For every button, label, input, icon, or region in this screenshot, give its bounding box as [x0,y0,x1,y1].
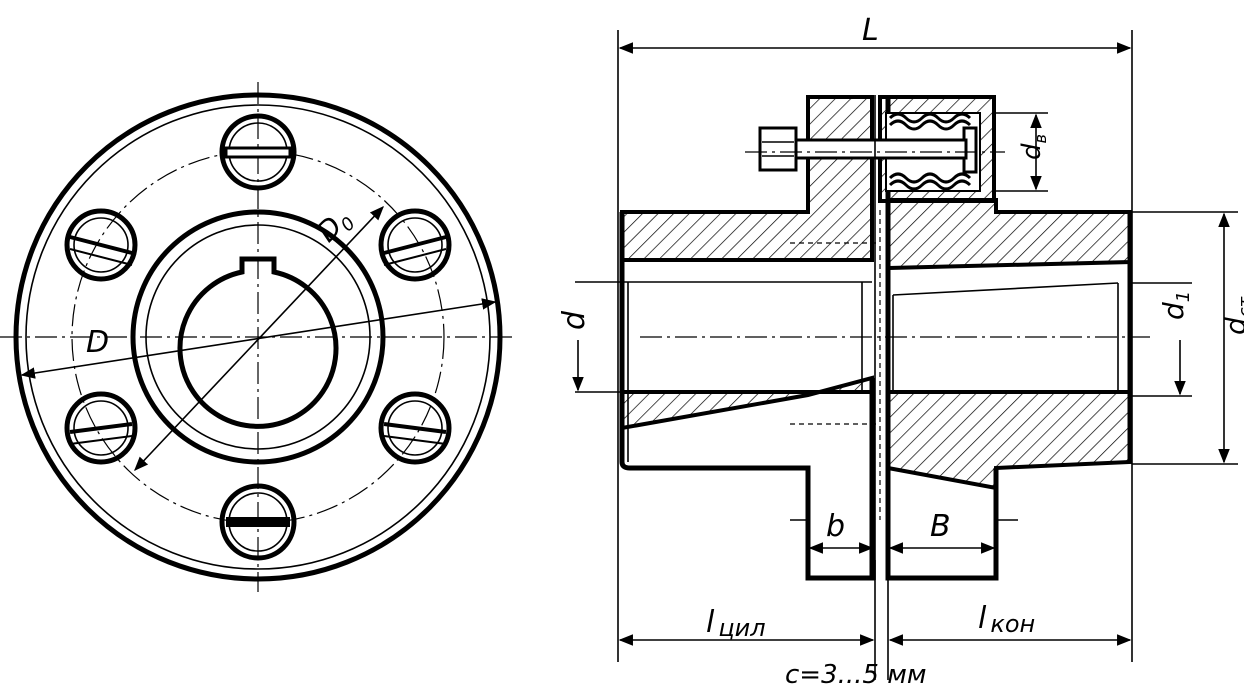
c-gap-label: с=3...5 мм [785,660,926,689]
dcm-label: dст [1219,296,1244,335]
d-outer-dimension-line [20,298,497,379]
d1-label: d1 [1157,291,1194,320]
l-total-label: L [862,13,879,48]
bolt-upper-right [378,208,452,282]
left-half-bottom-wall [620,375,874,431]
section-view: L [557,13,1244,689]
end-view: D0 D [0,82,515,592]
right-half-top-wall [886,198,1132,271]
bolt-top [219,113,297,191]
d-outer-label: D [86,325,109,360]
coupling-pin [745,126,1005,172]
left-half-top-wall [620,95,874,262]
bolt-lower-left [64,391,138,465]
bolt-lower-right [378,391,452,465]
d0-label: D0 [310,202,360,252]
b-label: b [826,509,845,544]
d-bore-label: d [557,310,592,330]
bb-label: B [930,509,951,544]
bolt-upper-left [64,208,138,282]
right-cone-top [892,282,1119,296]
left-half-lower-contour [619,212,875,581]
right-half-bottom-wall [886,390,1132,491]
bolt-bottom [219,483,297,561]
db-label: dв [1017,134,1050,160]
